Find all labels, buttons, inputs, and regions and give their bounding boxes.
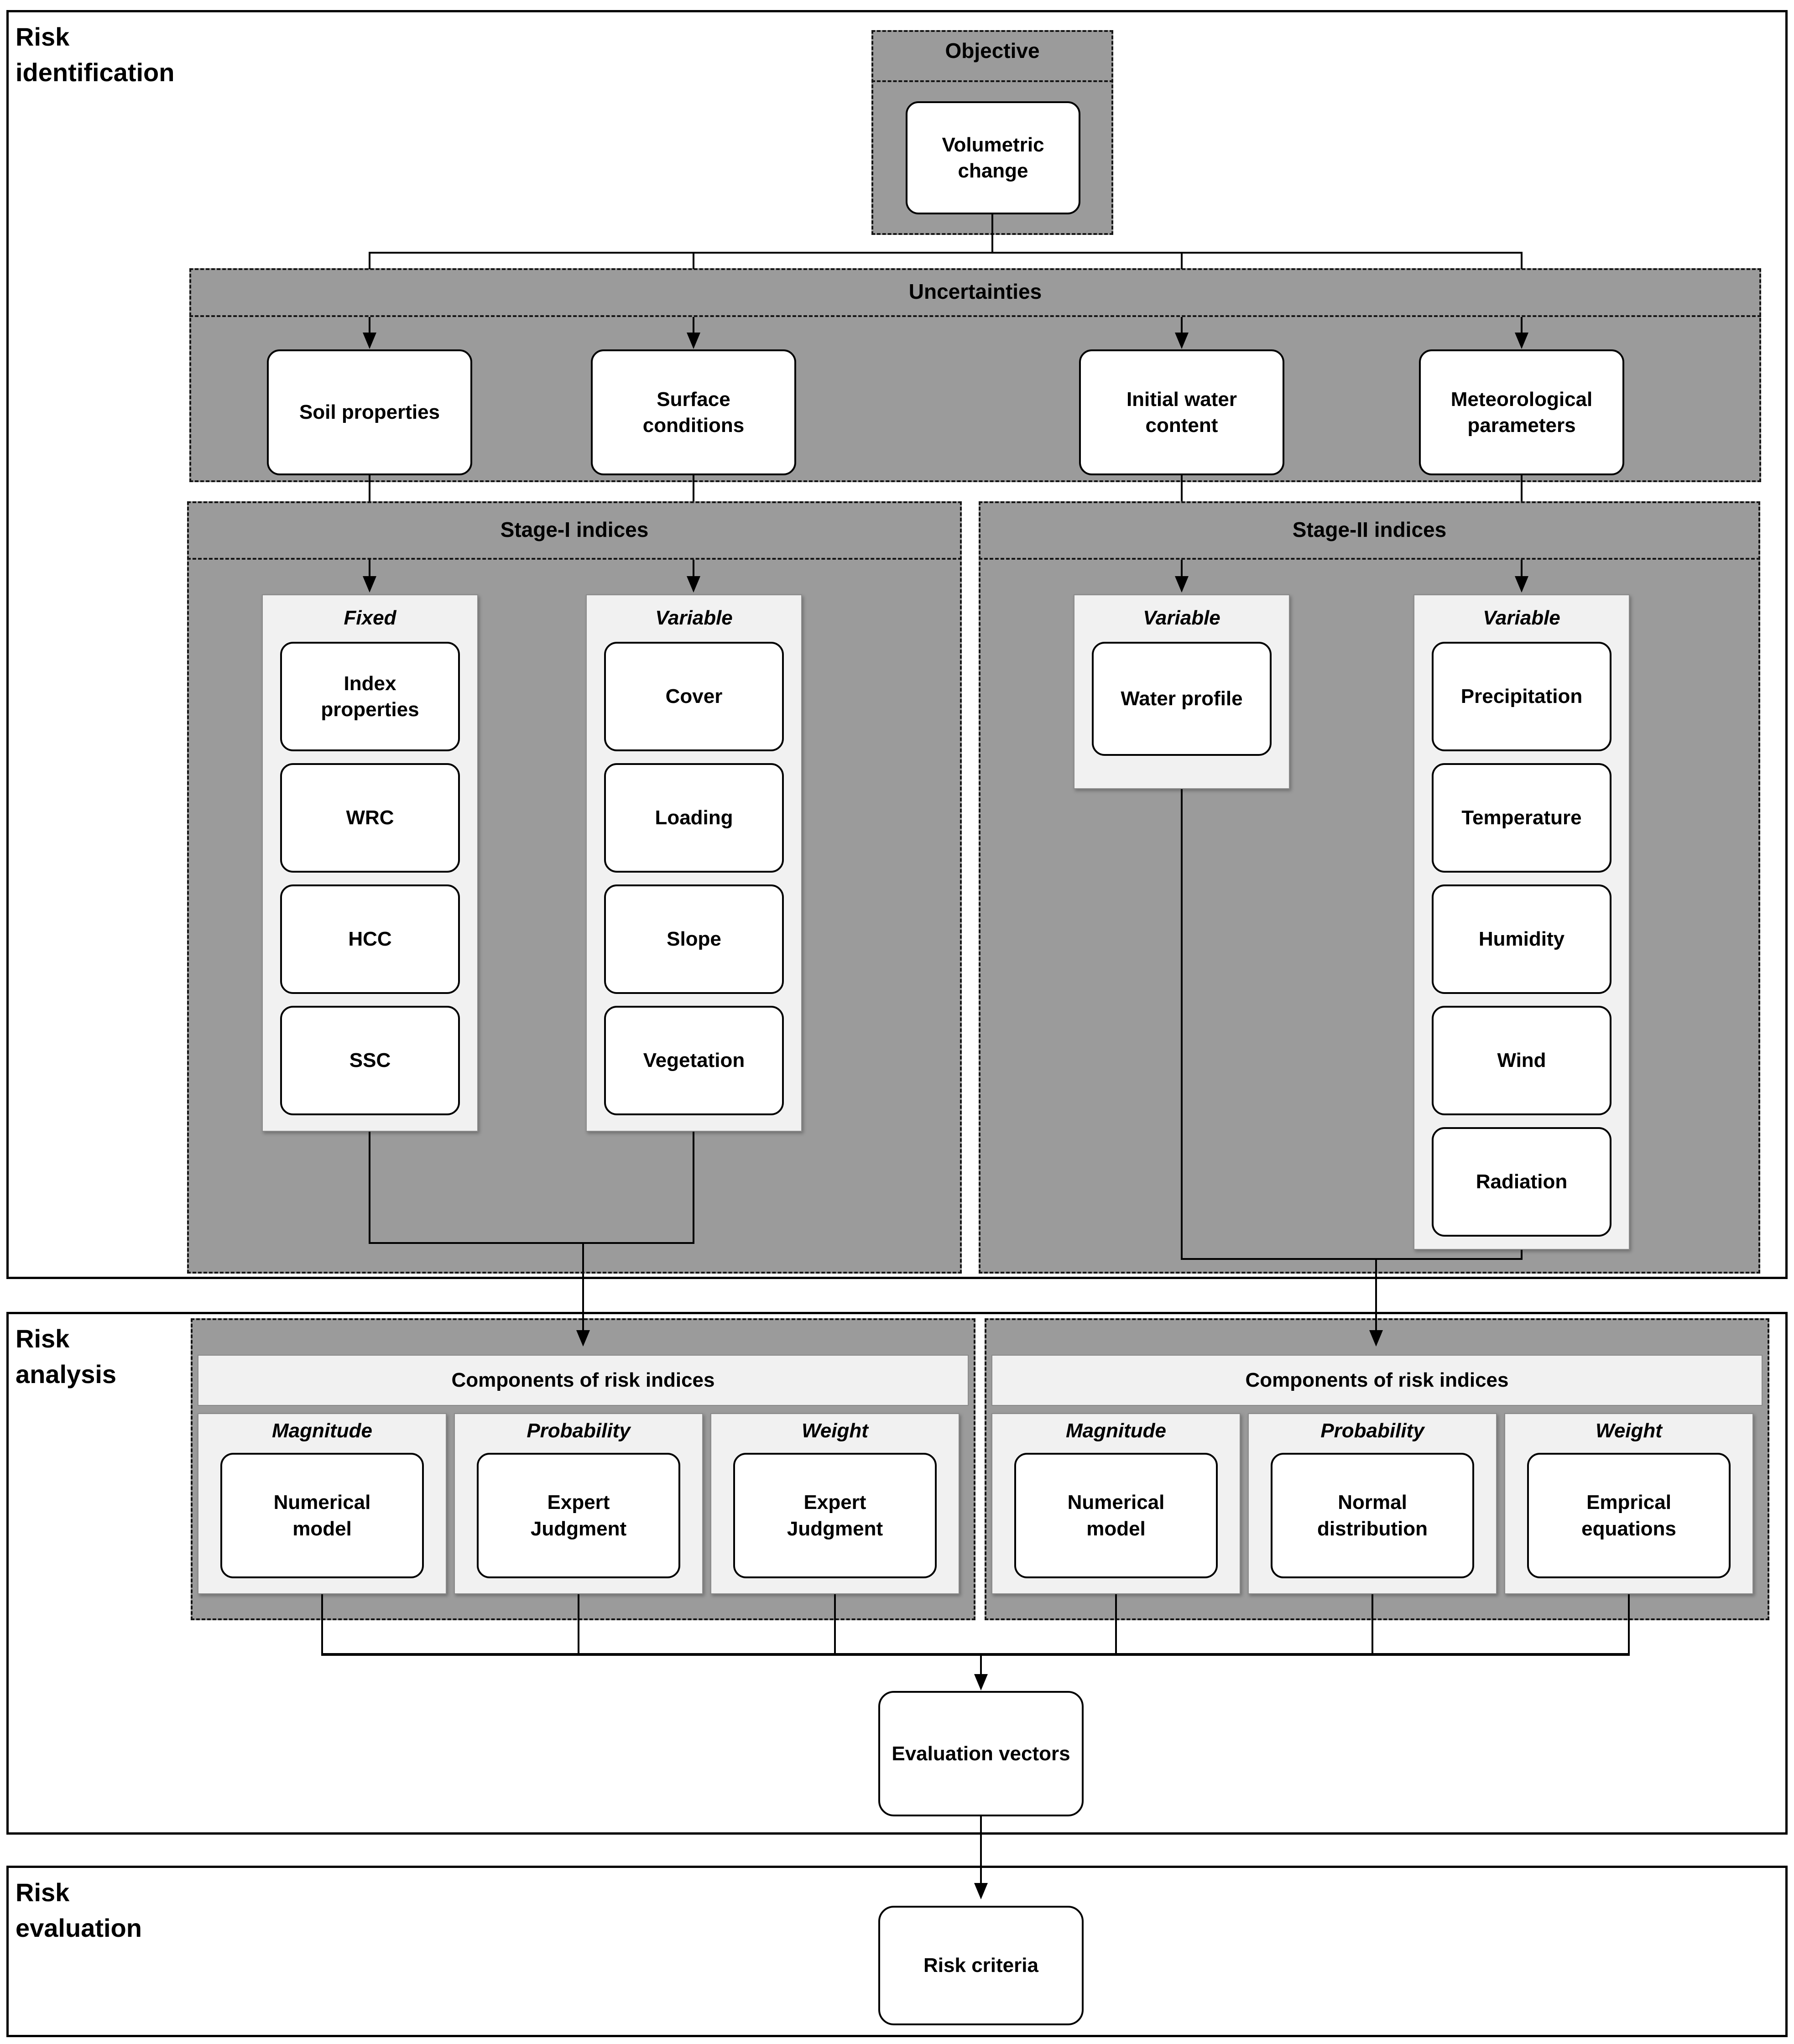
flow-line xyxy=(693,1132,694,1244)
flow-bus xyxy=(321,1653,1630,1656)
flow-line xyxy=(991,214,993,254)
stage1-fixed-header: Fixed xyxy=(344,607,396,629)
node-wrc: WRC xyxy=(280,763,460,873)
node-vegetation: Vegetation xyxy=(604,1006,784,1115)
node-temperature: Temperature xyxy=(1432,763,1611,873)
stage2-water-header: Variable xyxy=(1143,607,1220,629)
analysis-right-weight-header: Weight xyxy=(1596,1420,1662,1442)
node-water-profile: Water profile xyxy=(1092,642,1272,756)
flow-line xyxy=(1181,560,1183,576)
uncertainties-title: Uncertainties xyxy=(908,280,1042,303)
flow-line xyxy=(1521,475,1523,501)
arrow-head xyxy=(687,576,700,593)
flow-line xyxy=(369,252,370,269)
analysis-right-probability-header: Probability xyxy=(1320,1420,1424,1442)
stage2-divider xyxy=(979,558,1760,560)
flow-line xyxy=(693,560,694,576)
flow-line xyxy=(834,1594,836,1656)
flow-line xyxy=(1521,1250,1523,1260)
flow-line xyxy=(1521,317,1523,333)
analysis-left-probability-header: Probability xyxy=(527,1420,631,1442)
flow-line xyxy=(693,317,694,333)
flow-line xyxy=(1375,1258,1377,1331)
node-hcc: HCC xyxy=(280,884,460,994)
node-wind: Wind xyxy=(1432,1006,1611,1115)
section-label-risk-identification: Risk identification xyxy=(16,22,175,87)
flow-line xyxy=(369,560,370,576)
flow-line xyxy=(1115,1594,1117,1656)
stage2-meteo-header: Variable xyxy=(1483,607,1560,629)
node-loading: Loading xyxy=(604,763,784,873)
flow-merge-line xyxy=(369,1242,694,1244)
flow-line xyxy=(369,317,370,333)
flow-line xyxy=(1628,1594,1630,1656)
flow-line xyxy=(980,1654,982,1675)
flow-line xyxy=(369,475,370,501)
node-volumetric-change: Volumetric change xyxy=(906,101,1080,214)
arrow-head xyxy=(363,576,376,593)
flow-line xyxy=(1521,560,1523,576)
stage1-variable-header: Variable xyxy=(655,607,733,629)
node-risk-criteria: Risk criteria xyxy=(878,1906,1084,2025)
flow-line xyxy=(578,1594,579,1656)
stage1-title: Stage-I indices xyxy=(500,518,649,541)
arrow-head xyxy=(1175,576,1189,593)
node-humidity: Humidity xyxy=(1432,884,1611,994)
uncertainties-divider xyxy=(189,315,1761,317)
node-radiation: Radiation xyxy=(1432,1127,1611,1237)
arrow-head xyxy=(974,1674,988,1690)
flow-line xyxy=(1372,1594,1373,1656)
arrow-head xyxy=(974,1883,988,1899)
node-expert-judgment-weight: Expert Judgment xyxy=(733,1453,937,1578)
analysis-right-strip: Components of risk indices xyxy=(991,1355,1763,1406)
node-precipitation: Precipitation xyxy=(1432,642,1611,751)
arrow-head xyxy=(363,333,376,349)
node-emprical-equations: Emprical equations xyxy=(1527,1453,1731,1578)
flow-line xyxy=(1181,789,1183,1260)
analysis-left-weight-header: Weight xyxy=(802,1420,868,1442)
flow-bus xyxy=(369,252,1523,254)
flow-line xyxy=(1521,252,1523,269)
flow-line xyxy=(369,1132,370,1244)
node-numerical-model-left: Numerical model xyxy=(220,1453,424,1578)
arrow-head xyxy=(576,1330,590,1347)
flow-line xyxy=(1181,317,1183,333)
arrow-head xyxy=(1369,1330,1383,1347)
flow-line xyxy=(582,1242,584,1331)
arrow-head xyxy=(1515,576,1528,593)
flow-line xyxy=(980,1816,982,1884)
flow-line xyxy=(1181,252,1183,269)
node-slope: Slope xyxy=(604,884,784,994)
arrow-head xyxy=(687,333,700,349)
flow-line xyxy=(693,475,694,501)
node-initial-water-content: Initial water content xyxy=(1079,349,1284,475)
flow-line xyxy=(693,252,694,269)
section-label-risk-evaluation: Risk evaluation xyxy=(16,1878,142,1943)
analysis-right-magnitude-header: Magnitude xyxy=(1066,1420,1166,1442)
flow-line xyxy=(321,1594,323,1656)
objective-divider xyxy=(871,80,1113,82)
node-surface-conditions: Surface conditions xyxy=(591,349,796,475)
node-index-properties: Index properties xyxy=(280,642,460,751)
flow-line xyxy=(1181,475,1183,501)
analysis-left-strip: Components of risk indices xyxy=(198,1355,969,1406)
analysis-left-magnitude-header: Magnitude xyxy=(272,1420,372,1442)
flow-merge-line xyxy=(1181,1258,1523,1260)
stage1-divider xyxy=(187,558,962,560)
node-ssc: SSC xyxy=(280,1006,460,1115)
node-evaluation-vectors: Evaluation vectors xyxy=(878,1691,1084,1816)
arrow-head xyxy=(1175,333,1189,349)
node-cover: Cover xyxy=(604,642,784,751)
objective-title: Objective xyxy=(945,39,1040,62)
section-label-risk-analysis: Risk analysis xyxy=(16,1324,117,1389)
node-meteorological-parameters: Meteorological parameters xyxy=(1419,349,1624,475)
node-numerical-model-right: Numerical model xyxy=(1014,1453,1218,1578)
node-normal-distribution: Normal distribution xyxy=(1271,1453,1474,1578)
node-expert-judgment-probability: Expert Judgment xyxy=(477,1453,680,1578)
stage2-title: Stage-II indices xyxy=(1292,518,1447,541)
arrow-head xyxy=(1515,333,1528,349)
node-soil-properties: Soil properties xyxy=(267,349,472,475)
